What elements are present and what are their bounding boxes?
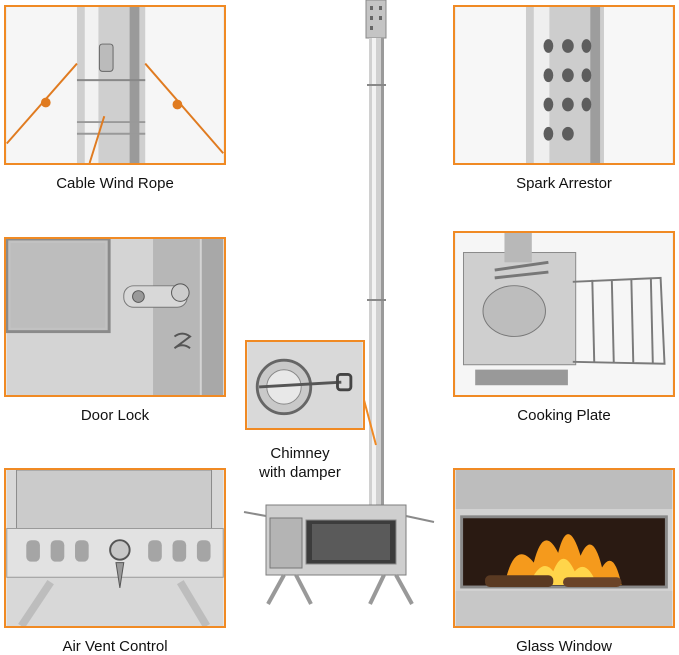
spark-arrestor-image xyxy=(455,7,673,163)
door-lock-image xyxy=(6,239,224,395)
chimney-label-line2: with damper xyxy=(259,464,341,481)
cable-wind-rope-label: Cable Wind Rope xyxy=(56,175,174,192)
spark-arrestor-label: Spark Arrestor xyxy=(516,175,612,192)
spark-arrestor-photo xyxy=(453,5,675,165)
cooking-plate-image xyxy=(455,233,673,395)
cable-wind-rope-photo xyxy=(4,5,226,165)
chimney-damper-image xyxy=(247,342,363,428)
cooking-plate-photo xyxy=(453,231,675,397)
air-vent-control-photo xyxy=(4,468,226,628)
air-vent-control-image xyxy=(6,470,224,626)
glass-window-label: Glass Window xyxy=(516,638,612,655)
air-vent-control-label: Air Vent Control xyxy=(62,638,168,655)
chimney-damper-photo xyxy=(245,340,365,430)
cooking-plate-label: Cooking Plate xyxy=(517,407,611,424)
door-lock-photo xyxy=(4,237,226,397)
stove-product-image xyxy=(243,0,435,605)
chimney-damper-label: Chimney with damper xyxy=(240,444,360,482)
glass-window-image xyxy=(455,470,673,626)
glass-window-photo xyxy=(453,468,675,628)
door-lock-label: Door Lock xyxy=(80,407,150,424)
cable-wind-rope-image xyxy=(6,7,224,163)
chimney-label-line1: Chimney xyxy=(270,445,330,462)
